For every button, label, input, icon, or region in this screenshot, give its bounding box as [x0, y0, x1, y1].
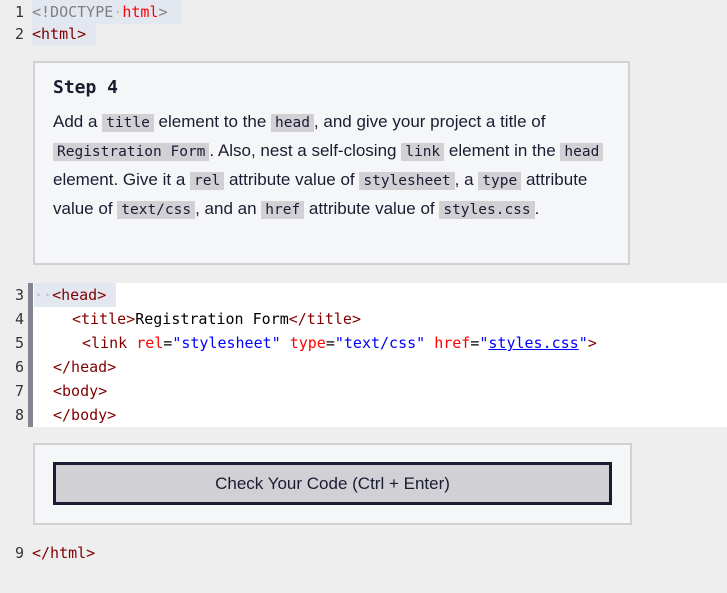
href-link[interactable]: styles.css — [488, 334, 579, 352]
line-number: 1 — [14, 3, 24, 21]
html-open-tag: <html> — [32, 22, 97, 46]
line-number: 2 — [14, 25, 24, 43]
whitespace-dot: · — [113, 3, 123, 21]
step-instructions: Add a title element to the head, and giv… — [53, 108, 610, 224]
step-title: Step 4 — [53, 77, 119, 98]
code-editor[interactable] — [30, 283, 727, 427]
step-description: Step 4 Add a title element to the head, … — [33, 61, 630, 265]
editable-region-marker — [28, 283, 33, 427]
doctype: <!DOCTYPE — [32, 3, 114, 21]
action-panel: Check Your Code (Ctrl + Enter) — [33, 443, 632, 525]
doctype-close: > — [158, 3, 168, 21]
doctype-name: html — [122, 3, 159, 21]
check-code-button[interactable]: Check Your Code (Ctrl + Enter) — [53, 462, 612, 505]
